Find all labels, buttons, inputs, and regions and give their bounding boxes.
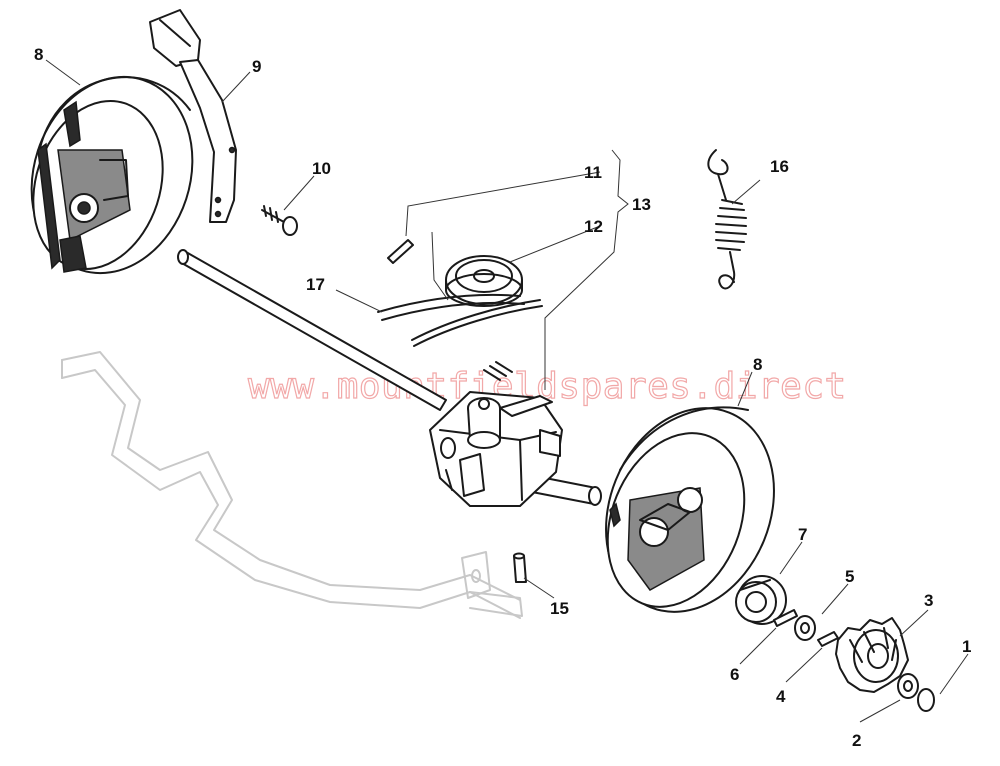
callout-2: 2 [852, 731, 861, 750]
leader-lines [45, 59, 969, 723]
callout-1: 1 [962, 637, 971, 656]
callout-8-top: 8 [34, 45, 43, 64]
callout-13: 13 [632, 195, 651, 214]
pin-part-6 [773, 609, 798, 627]
spring-part [707, 149, 747, 290]
callout-15: 15 [550, 599, 569, 618]
callout-3: 3 [924, 591, 933, 610]
screw-part [261, 205, 298, 236]
pin-part-11 [387, 239, 414, 264]
callout-11: 11 [584, 163, 602, 182]
callout-7: 7 [798, 525, 807, 544]
axle-shaft [177, 249, 602, 506]
callout-9: 9 [252, 57, 261, 76]
callout-12: 12 [584, 217, 603, 236]
bracket-part [149, 9, 237, 223]
bearing-part [735, 575, 787, 625]
callout-10: 10 [312, 159, 331, 178]
wheel-hub-left [30, 75, 194, 275]
washer-part-5 [794, 615, 816, 641]
drive-belt-part [377, 293, 543, 347]
callout-16: 16 [770, 157, 789, 176]
callout-4: 4 [776, 687, 786, 706]
pulley-part [445, 255, 523, 307]
callout-8-bottom: 8 [753, 355, 762, 374]
key-part-4 [817, 631, 839, 647]
pin-part-15 [513, 552, 527, 583]
washer-part-2 [897, 673, 919, 699]
callout-17: 17 [306, 275, 325, 294]
callout-6: 6 [730, 665, 739, 684]
ghost-handle-frame [61, 351, 523, 619]
wheel-hub-right [605, 406, 775, 613]
callout-5: 5 [845, 567, 854, 586]
circlip-part [917, 688, 935, 712]
gearbox-assembly [429, 361, 563, 507]
gear-part [835, 617, 909, 693]
